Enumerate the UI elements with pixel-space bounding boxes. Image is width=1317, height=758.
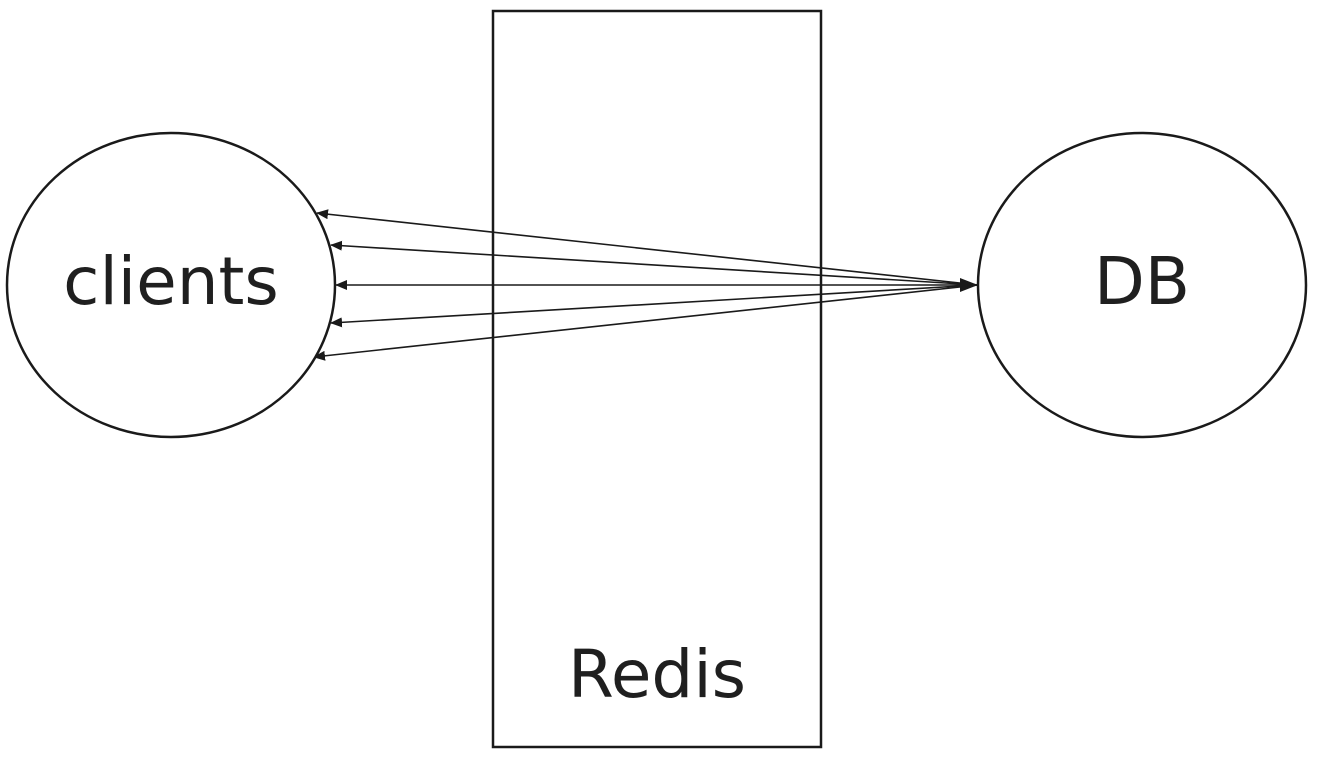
clients-label: clients [63,243,279,320]
edges [313,209,979,361]
arrow-db-to-clients [316,209,979,286]
arrow-db-to-clients [330,284,979,328]
redis-node [491,9,823,749]
arrow-db-to-clients [330,240,979,286]
clients-node [5,131,337,439]
db-node [976,131,1308,439]
redis-label: Redis [568,636,746,713]
arrow-db-to-clients [313,284,979,361]
db-arrowhead [960,278,978,292]
db-label: DB [1094,243,1190,320]
